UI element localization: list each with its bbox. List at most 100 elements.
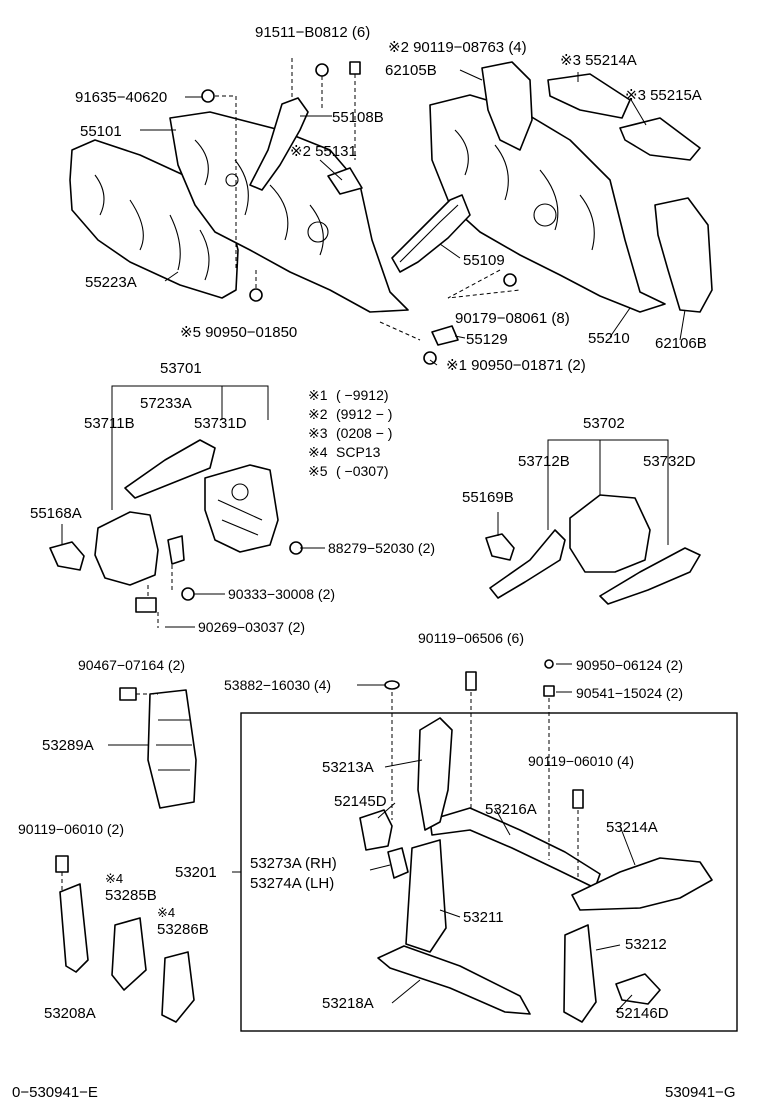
footer-right-code: 530941−G <box>665 1084 735 1101</box>
pad-55129 <box>431 325 459 346</box>
label-53711B: 53711B <box>84 415 135 432</box>
apron-53732D <box>569 494 651 573</box>
label-90333: 90333−30008 (2) <box>228 586 335 602</box>
bracket-52145D <box>359 809 393 851</box>
label-90950-01850: ※5 90950−01850 <box>180 324 297 341</box>
legend-mark-3: ※3 <box>308 425 328 441</box>
label-90119-08763: ※2 90119−08763 (4) <box>388 39 527 56</box>
label-53882: 53882−16030 (4) <box>224 677 331 693</box>
support-side-53212 <box>563 924 597 1023</box>
bracket-55168A <box>49 541 85 571</box>
label-53289A: 53289A <box>42 737 94 754</box>
legend-range-3: (0208 − ) <box>336 425 392 441</box>
brace-57233A <box>167 535 185 565</box>
label-53208A: 53208A <box>44 1005 96 1022</box>
label-57233A: 57233A <box>140 395 192 412</box>
clip-90179 <box>503 273 517 287</box>
top-leaders <box>140 69 686 366</box>
label-53731D: 53731D <box>194 415 247 432</box>
hinge-53273A <box>387 847 409 879</box>
clip-53882 <box>384 680 400 690</box>
bolt-90119-06010-r <box>572 789 584 809</box>
dash-panel-group <box>69 58 713 365</box>
bracket-53285B <box>111 917 147 991</box>
label-53211: 53211 <box>463 909 504 926</box>
screw-90119-08763 <box>349 61 361 75</box>
support-lower-53218A <box>377 945 531 1015</box>
label-55169B: 55169B <box>462 489 514 506</box>
label-55101: 55101 <box>80 123 122 140</box>
label-90467: 90467−07164 (2) <box>78 657 185 673</box>
radiator-support-group <box>232 659 738 1032</box>
label-88279: 88279−52030 (2) <box>328 540 435 556</box>
apron-rh-group <box>485 439 701 605</box>
label-53285B: 53285B <box>105 887 157 904</box>
label-53213A: 53213A <box>322 759 374 776</box>
label-90541: 90541−15024 (2) <box>576 685 683 701</box>
label-53214A: 53214A <box>606 819 658 836</box>
reinforcement-55215A <box>619 117 701 161</box>
bolt-91511 <box>315 63 329 77</box>
grommet-90950-01850 <box>249 288 263 302</box>
legend-range-2: (9912 − ) <box>336 406 392 422</box>
label-52145D: 52145D <box>334 793 387 810</box>
label-90269: 90269−03037 (2) <box>198 619 305 635</box>
legend-mark-4: ※4 <box>308 444 328 460</box>
member-53712B <box>489 529 566 599</box>
label-55108B: 55108B <box>332 109 384 126</box>
bracket-55109 <box>391 194 471 273</box>
gusset-62105B <box>481 61 533 151</box>
label-90950-01871: ※1 90950−01871 (2) <box>446 357 586 374</box>
label-55168A: 55168A <box>30 505 82 522</box>
label-55109: 55109 <box>463 252 505 269</box>
support-upper-53216A <box>429 807 601 889</box>
legend-mark-1: ※1 <box>308 387 328 403</box>
label-91635: 91635−40620 <box>75 89 167 106</box>
label-55131: ※2 55131 <box>290 143 357 160</box>
member-53711B <box>124 439 216 499</box>
bracket-55108B <box>249 97 309 191</box>
lower-left-parts <box>55 687 197 1023</box>
label-62105B: 62105B <box>385 62 437 79</box>
label-53273A: 53273A (RH) <box>250 855 337 872</box>
label-53218A: 53218A <box>322 995 374 1012</box>
label-90950-06124: 90950−06124 (2) <box>576 657 683 673</box>
clip-90467 <box>119 687 137 701</box>
bracket-55169B <box>485 533 515 561</box>
label-90119-06010-r: 90119−06010 (4) <box>528 753 634 769</box>
bolt-90119-06506 <box>465 671 477 691</box>
gusset-62106B <box>654 197 713 313</box>
dash-panel-55101 <box>169 111 409 313</box>
legend-mark-2: ※2 <box>308 406 328 422</box>
label-91511: 91511−B0812 (6) <box>255 24 370 41</box>
label-55214A: ※3 55214A <box>560 52 637 69</box>
grommet-90950-06124 <box>544 659 554 669</box>
applicability-legend: ※1 ( −9912) ※2 (9912 − ) ※3 (0208 − ) ※4… <box>308 387 392 479</box>
label-53212: 53212 <box>625 936 667 953</box>
label-55223A: 55223A <box>85 274 137 291</box>
legend-range-4: SCP13 <box>336 444 381 460</box>
label-53732D: 53732D <box>643 453 696 470</box>
bolt-90119-06010-l <box>55 855 69 873</box>
label-53216A: 53216A <box>485 801 537 818</box>
mark-53286B: ※4 <box>157 905 175 920</box>
brace-53208A <box>59 883 89 973</box>
nut-90541 <box>543 685 555 697</box>
plug-90950-01871 <box>423 351 437 365</box>
label-53702: 53702 <box>583 415 625 432</box>
label-90119-06010-l: 90119−06010 (2) <box>18 821 124 837</box>
bracket-52146D <box>615 973 661 1005</box>
label-55215A: ※3 55215A <box>625 87 702 104</box>
rail-53214A <box>571 857 713 911</box>
nut-91635 <box>201 89 215 103</box>
wheelhouse-lh <box>94 511 159 586</box>
label-62106B: 62106B <box>655 335 707 352</box>
label-53712B: 53712B <box>518 453 570 470</box>
labels: 91511−B0812 (6) ※2 90119−08763 (4) ※3 55… <box>18 24 707 1022</box>
label-55210: 55210 <box>588 330 630 347</box>
mark-53285B: ※4 <box>105 871 123 886</box>
label-53286B: 53286B <box>157 921 209 938</box>
legend-mark-5: ※5 <box>308 463 328 479</box>
rail-rh <box>599 547 701 605</box>
